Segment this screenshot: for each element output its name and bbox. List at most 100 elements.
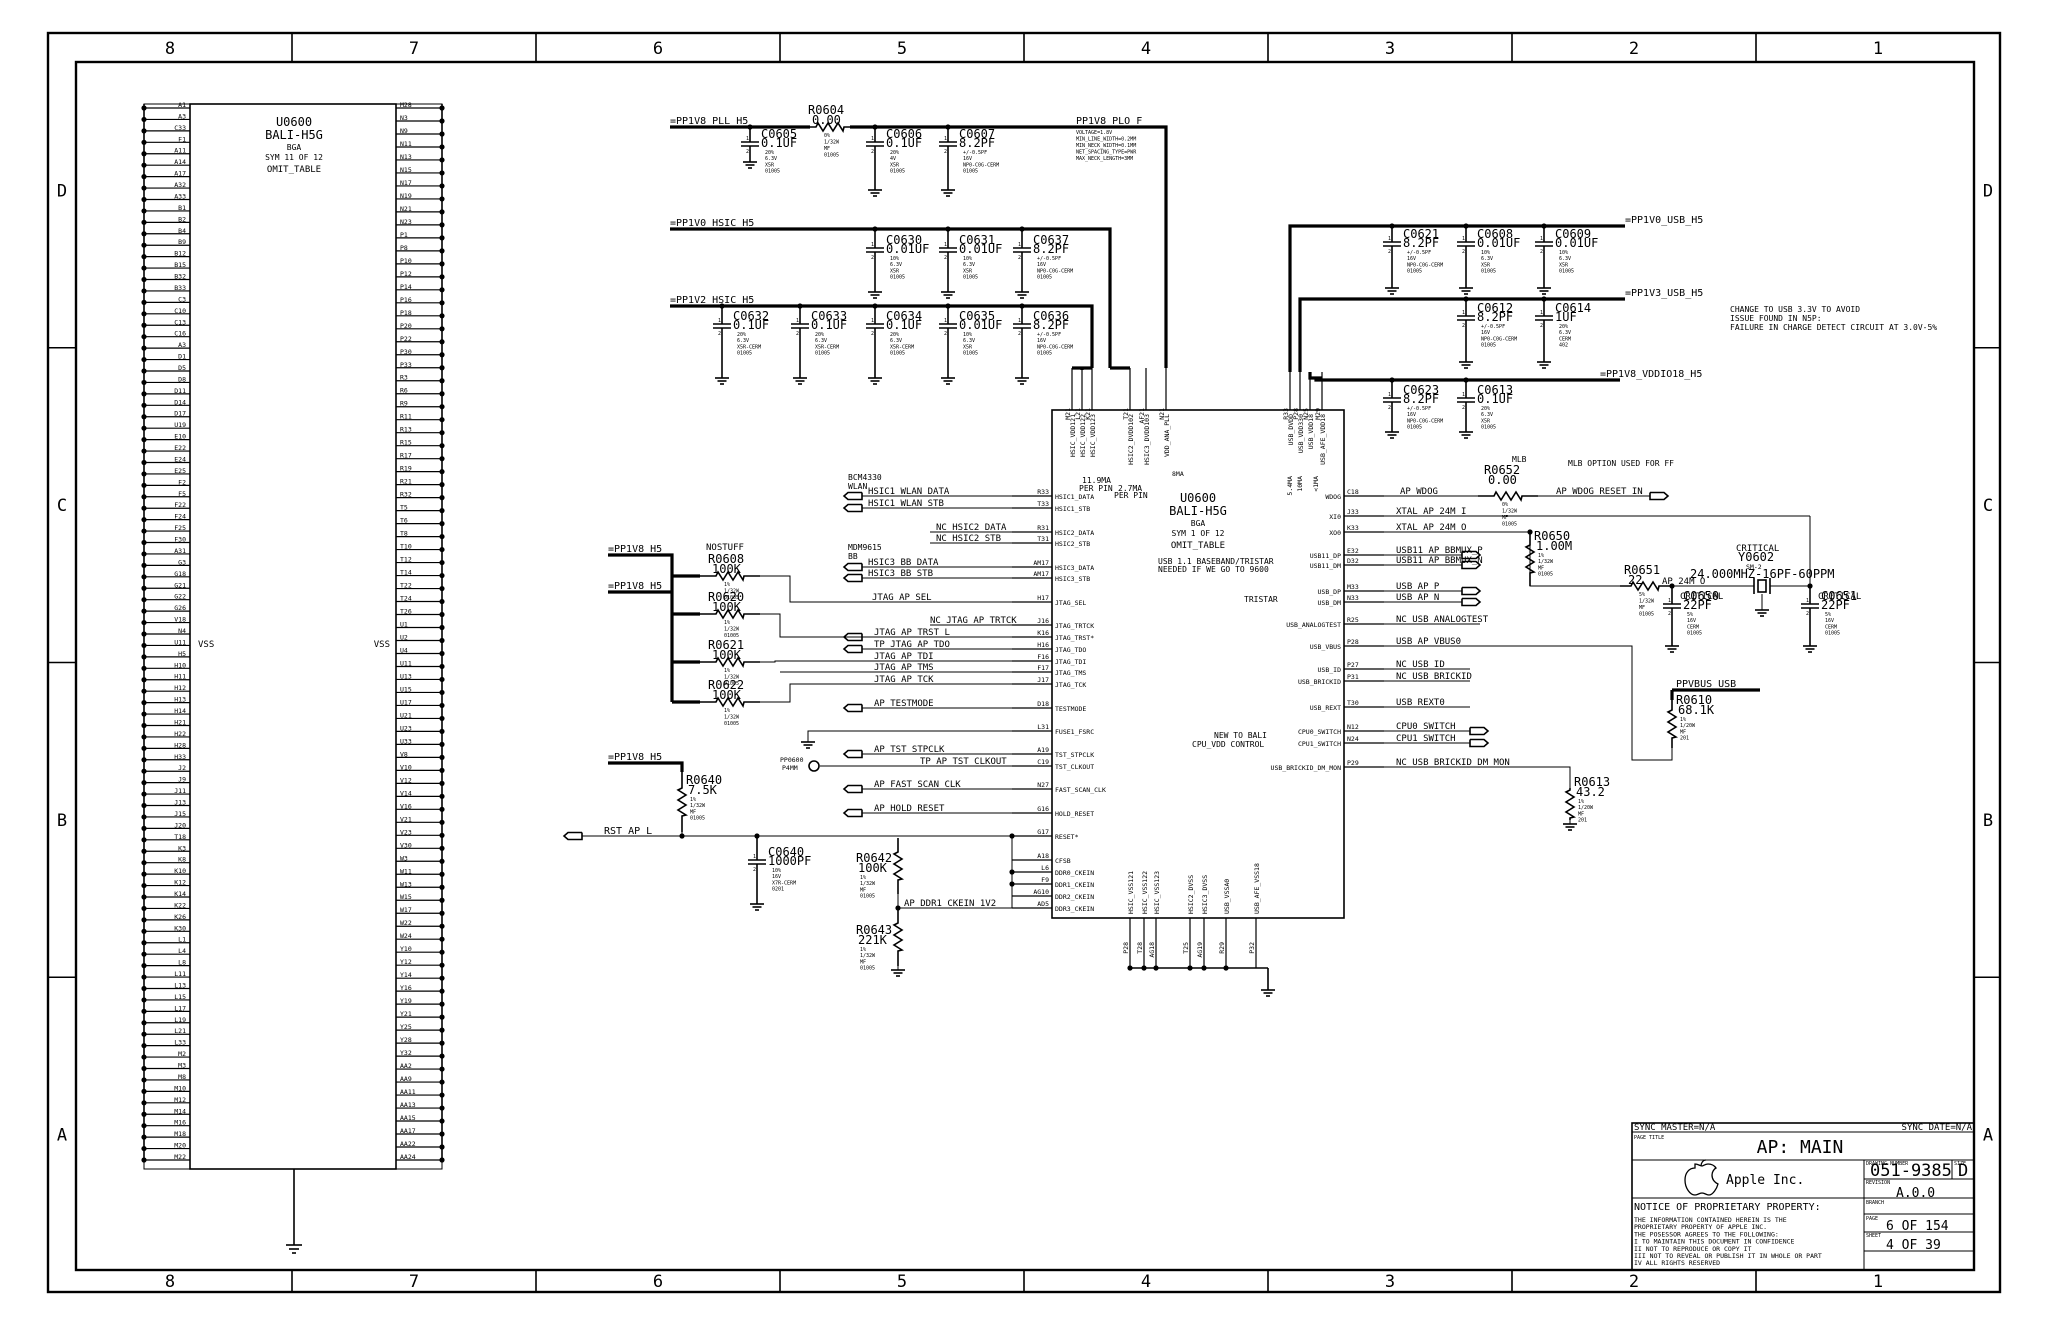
res-spec: 0% — [1502, 502, 1508, 508]
crystal-part: SM-2 — [1746, 563, 1762, 571]
bga-left-pin-name: B2 — [178, 215, 186, 223]
chip-top-pin-name: HSIC_VDD123 — [1089, 414, 1097, 457]
res-spec: 1/32W — [1538, 559, 1554, 565]
hsic-rail — [670, 227, 1112, 368]
chip-right-pin-name: USB11_DP — [1310, 552, 1341, 560]
chip-right-pin-num: P31 — [1347, 673, 1359, 681]
cap-spec: 01005 — [737, 351, 752, 357]
cap-spec: CERM — [1687, 624, 1699, 630]
pin-2: 2 — [718, 331, 721, 337]
branch-label: BRANCH — [1866, 1200, 1884, 1206]
res-spec: 1% — [724, 708, 730, 714]
chip-left-pin-num: H17 — [1037, 594, 1049, 602]
bga-left-pin-name: T18 — [174, 833, 186, 841]
bga-left-pin-name: B9 — [178, 238, 186, 246]
zone-col-top: 4 — [1141, 39, 1151, 59]
chip-bottom-pin-name: HSIC_VSS123 — [1153, 871, 1161, 914]
bga-right-pin-name: U13 — [400, 672, 412, 680]
pll-note: VOLTAGE=1.8V — [1076, 130, 1112, 136]
bga-left-pin-name: M22 — [174, 1153, 186, 1161]
offpage-connector-icon — [1461, 560, 1482, 570]
res-value: 43.2 — [1576, 785, 1605, 799]
bga-left-pin-name: D17 — [174, 410, 186, 418]
size: D — [1958, 1161, 1968, 1181]
bga-right-pin-name: V21 — [400, 815, 412, 823]
net-brickid: NC_USB_BRICKID — [1396, 672, 1472, 682]
resistor-body — [676, 772, 689, 832]
bga-left-pin-name: F5 — [178, 490, 186, 498]
chip-left-pin-name: JTAG_TDO — [1055, 646, 1086, 654]
zone-col-bottom: 2 — [1629, 1272, 1639, 1292]
res-ref: R0651 — [1624, 563, 1660, 577]
bga-right-pin-name: R11 — [400, 413, 412, 421]
offpage-connector-icon — [1469, 726, 1490, 736]
chip-bottom-pin-name: HSIC_VSS122 — [1141, 871, 1149, 914]
chip-left-pin-name: JTAG_SEL — [1055, 599, 1086, 607]
bga-right-pin-name: P1 — [400, 231, 408, 239]
bga-right-pin-name: R19 — [400, 465, 412, 473]
cap-spec: 01005 — [1037, 351, 1052, 357]
net-v18-c: =PP1V8_H5 — [608, 752, 662, 763]
cap-spec: 10% — [963, 256, 972, 262]
bga-right-pin-name: T10 — [400, 543, 412, 551]
chip-bottom-pin-name: USB_VSSA0 — [1223, 879, 1231, 914]
chip-right-pin-name: XI0 — [1329, 513, 1341, 521]
chip-top-pin-name: HSIC2_DVDD102 — [1127, 414, 1135, 465]
cap-spec: NP0-C0G-CERM — [1037, 344, 1073, 350]
bga-right-pin-name: W22 — [400, 919, 412, 927]
cap-value: 1UF — [1555, 310, 1577, 324]
bga-left-pin-name: C16 — [174, 330, 186, 338]
bga-right-pin-name: V14 — [400, 789, 412, 797]
pin-1: 1 — [718, 318, 721, 324]
chip-left-pin-num: AG10 — [1033, 888, 1049, 896]
bga-left-pin-name: H22 — [174, 730, 186, 738]
chip-top-pin-num: T21 — [1122, 408, 1130, 420]
pin-1: 1 — [1462, 392, 1465, 398]
cap-spec: 16V — [1037, 262, 1046, 268]
bga-right-pin-name: V16 — [400, 802, 412, 810]
bga-left-pin-name: J20 — [174, 821, 186, 829]
chip-left-pin-num: AM17 — [1033, 559, 1049, 567]
cpu-note-1: NEW TO BALI — [1214, 731, 1267, 740]
bga-right-pin-name: U4 — [400, 646, 408, 654]
notice-title: NOTICE OF PROPRIETARY PROPERTY: — [1634, 1202, 1821, 1213]
bga-left-pin-name: F24 — [174, 513, 186, 521]
bga-left-pin-name: M10 — [174, 1084, 186, 1092]
net-wdog: AP_WDOG — [1400, 487, 1438, 497]
chip-left-pin-name: JTAG_TCK — [1055, 681, 1086, 689]
chip-left-pin-num: A19 — [1037, 746, 1049, 754]
bga-pkg: BGA — [287, 143, 302, 152]
cap-spec: 01005 — [963, 275, 978, 281]
main-chip-u0600: U0600 BALI-H5G BGA SYM 1 OF 12 OMIT_TABL… — [1012, 368, 1384, 997]
res-spec: 1/32W — [860, 881, 876, 887]
chip-top-pin-name: HSIC_VDD121 — [1069, 414, 1077, 457]
zone-col-top: 3 — [1385, 39, 1395, 59]
bga-left-pin-name: K30 — [174, 924, 186, 932]
pin-1: 1 — [1388, 236, 1391, 242]
net-usb: USB_AP_N — [1396, 593, 1439, 603]
resistor-body — [700, 608, 760, 621]
bb-label: BB — [848, 552, 858, 561]
chip-right-pin-name: USB_BRICKID — [1298, 678, 1341, 686]
chip-left-pin-num: F17 — [1037, 664, 1049, 672]
pin-2: 2 — [1462, 405, 1465, 411]
cap-value: 0.1UF — [886, 318, 922, 332]
cap-value: 8.2PF — [1403, 392, 1439, 406]
chip-right-pin-num: J33 — [1347, 508, 1359, 516]
zone-row-left: D — [57, 181, 67, 201]
chip-top-pin-num: N21 — [1158, 408, 1166, 420]
cap-spec: 402 — [1559, 343, 1568, 349]
chip-left-pin-num: T31 — [1037, 535, 1049, 543]
crystal-value: 24.000MHZ-16PF-60PPM — [1690, 567, 1835, 581]
chip-left-pin-name: HSIC1_STB — [1055, 505, 1090, 513]
pll-note: NET_SPACING_TYPE=PWR — [1076, 150, 1137, 156]
bga-left-pin-name: U19 — [174, 421, 186, 429]
bga-right-pin-name: AA13 — [400, 1101, 416, 1109]
zone-col-bottom: 5 — [897, 1272, 907, 1292]
res-spec: 01005 — [824, 153, 839, 159]
